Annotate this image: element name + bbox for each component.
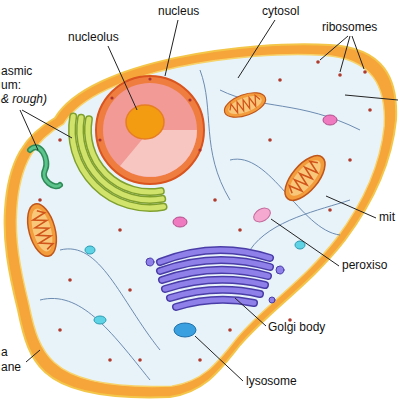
part-label: um:: [1, 78, 21, 92]
golgi-body-part: [276, 266, 284, 274]
mitochondria-part: [278, 149, 333, 207]
nucleus-part: [96, 76, 204, 184]
leader-lines-part: [26, 350, 40, 362]
leader-lines-part: [20, 110, 38, 150]
golgi-body: [146, 250, 284, 307]
part-label: nucleolus: [68, 30, 119, 44]
part-label: lysosome: [246, 374, 297, 388]
vesicles-part: [174, 323, 196, 337]
ribosome-dots-part: [118, 228, 122, 232]
part-label: nucleus: [158, 4, 199, 18]
leader-lines-part: [195, 336, 243, 381]
nucleus-part: [103, 83, 197, 177]
ribosome-dots-part: [338, 73, 342, 77]
leader-lines: [20, 20, 398, 381]
ribosome-dots-part: [328, 208, 332, 212]
ribosome-dots-part: [198, 358, 202, 362]
ribosome-dots-part: [38, 198, 42, 202]
ribosome-dots-part: [238, 228, 242, 232]
leader-lines-part: [320, 36, 348, 60]
ribosome-dots-part: [316, 60, 320, 64]
part-label: a: [1, 345, 8, 359]
leader-lines-part: [326, 196, 376, 218]
cytoskeleton-part: [250, 200, 350, 250]
cytoskeleton-part: [60, 249, 160, 350]
ribosome-dots-part: [58, 138, 62, 142]
part-label: peroxiso: [342, 258, 387, 272]
nucleus-part: [98, 138, 101, 141]
part-label: cytosol: [262, 4, 299, 18]
cytoskeleton: [40, 70, 360, 380]
golgi-body-part: [176, 300, 254, 307]
mitochondria-part: [22, 201, 61, 260]
smooth-er-part: [30, 147, 60, 186]
vesicles: [85, 115, 337, 337]
part-label: mit: [379, 210, 395, 224]
smooth-er: [30, 147, 60, 186]
ribosome-dots-part: [228, 328, 232, 332]
ribosome-dots-part: [138, 358, 142, 362]
part-label: ribosomes: [322, 20, 377, 34]
nucleus-part: [148, 77, 151, 80]
smooth-er-part: [30, 147, 60, 186]
leader-lines-part: [165, 20, 178, 76]
ribosome-dots-part: [278, 78, 282, 82]
golgi-body-part: [176, 300, 254, 307]
nucleus: [96, 76, 204, 184]
ribosome-dots-part: [108, 358, 112, 362]
cell-membrane-part: [16, 55, 384, 387]
vesicles-part: [251, 205, 273, 224]
cell-membrane-part: [5, 44, 397, 397]
leader-lines-part: [108, 46, 137, 110]
part-label: asmic: [1, 64, 32, 78]
leader-lines-part: [345, 95, 398, 100]
golgi-body-part: [269, 297, 275, 303]
ribosome-dots: [38, 60, 372, 362]
vesicles-part: [295, 241, 305, 249]
part-label: ane: [1, 360, 21, 374]
cell-membrane: [5, 44, 397, 397]
vesicles-part: [85, 246, 95, 254]
ribosome-dots-part: [348, 158, 352, 162]
mitochondria: [22, 88, 332, 260]
nucleus-part: [188, 98, 191, 101]
leader-lines-part: [238, 20, 275, 78]
nucleus-part: [126, 105, 164, 139]
vesicles-part: [94, 316, 106, 324]
cytoskeleton-part: [40, 298, 150, 380]
leader-lines-part: [22, 110, 72, 138]
golgi-body-part: [146, 258, 154, 266]
ribosome-dots-part: [128, 288, 132, 292]
vesicles-part: [173, 217, 187, 227]
nucleus-part: [120, 130, 197, 177]
vesicles-part: [323, 115, 337, 125]
ribosome-dots-part: [68, 278, 72, 282]
leader-lines-part: [271, 219, 339, 266]
part-label: & rough): [1, 92, 47, 106]
ribosome-dots-part: [213, 198, 217, 202]
ribosome-dots-part: [268, 138, 272, 142]
leader-lines-part: [340, 36, 350, 72]
ribosome-dots-part: [58, 328, 62, 332]
ribosome-dots-part: [363, 70, 367, 74]
leader-lines-part: [352, 36, 364, 69]
nucleus-part: [110, 96, 113, 99]
part-label: Golgi body: [268, 320, 325, 334]
mitochondria-part: [221, 88, 269, 122]
nucleus-part: [198, 148, 201, 151]
leader-lines-part: [235, 298, 266, 326]
ribosome-dots-part: [368, 108, 372, 112]
